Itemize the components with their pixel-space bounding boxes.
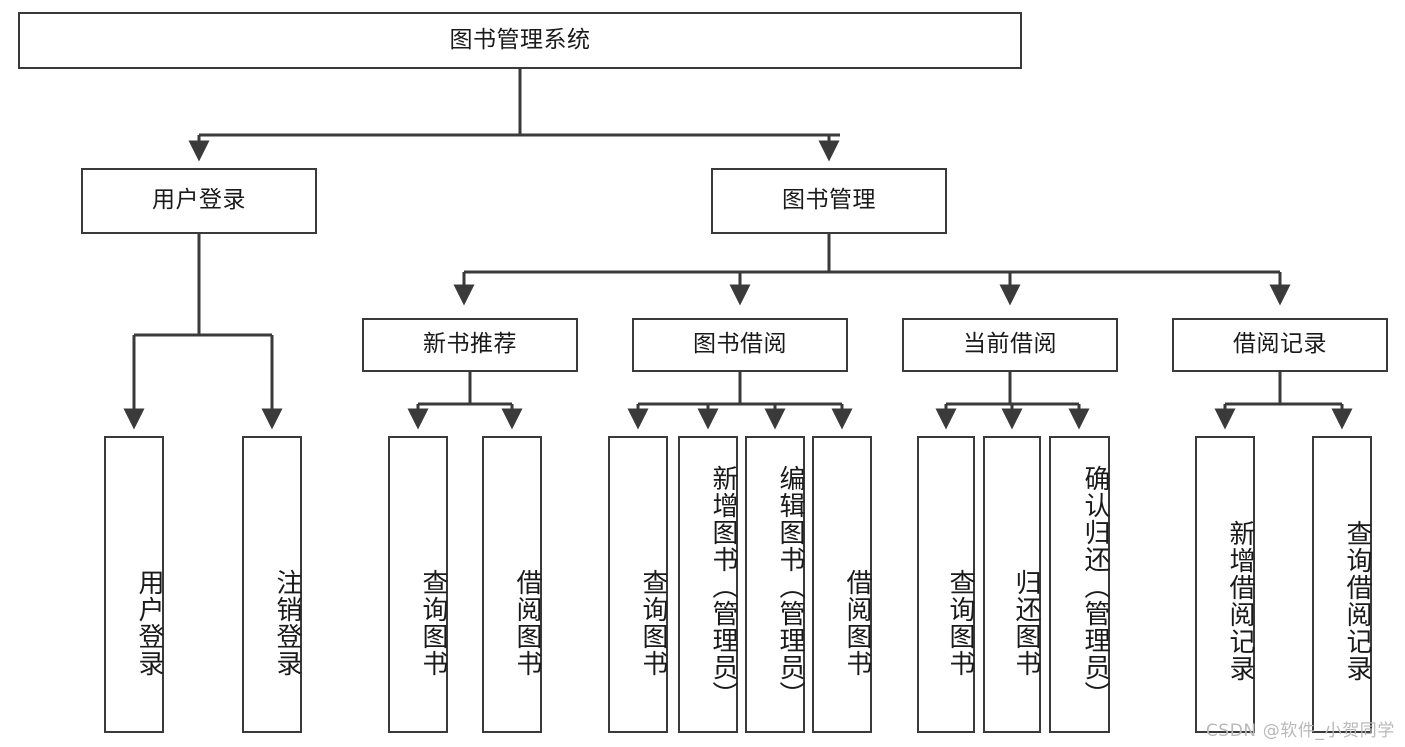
node-label: 查询借阅记录 [1342,519,1372,682]
node-label: 用户登录 [134,568,164,677]
node-leaf-query-record[interactable]: 查询借阅记录 [1312,436,1372,733]
node-label: 确认归还（管理员） [1080,464,1110,708]
node-leaf-borrow-book-1[interactable]: 借阅图书 [482,436,542,733]
node-new-book-recommend[interactable]: 新书推荐 [362,318,578,372]
node-leaf-query-book-3[interactable]: 查询图书 [917,436,975,733]
node-label: 新书推荐 [423,331,517,358]
node-label: 注销登录 [272,568,302,677]
node-leaf-edit-book[interactable]: 编辑图书（管理员） [745,436,805,733]
node-label: 借阅记录 [1233,331,1327,358]
node-book-management[interactable]: 图书管理 [711,168,947,234]
node-label: 图书管理 [782,187,876,214]
node-leaf-add-record[interactable]: 新增借阅记录 [1195,436,1255,733]
node-label: 当前借阅 [963,331,1057,358]
node-label: 图书管理系统 [449,26,591,53]
node-label: 查询图书 [945,568,975,677]
node-root[interactable]: 图书管理系统 [18,12,1022,69]
node-leaf-query-book-1[interactable]: 查询图书 [388,436,448,733]
node-label: 用户登录 [152,187,246,214]
node-leaf-return-book[interactable]: 归还图书 [983,436,1041,733]
node-borrow-record[interactable]: 借阅记录 [1172,318,1388,372]
node-leaf-borrow-book-2[interactable]: 借阅图书 [812,436,872,733]
node-label: 借阅图书 [842,568,872,677]
node-leaf-confirm-return[interactable]: 确认归还（管理员） [1049,436,1110,733]
node-user-login[interactable]: 用户登录 [81,168,317,234]
node-label: 图书借阅 [693,331,787,358]
node-leaf-logout-login[interactable]: 注销登录 [242,436,302,733]
node-label: 编辑图书（管理员） [775,464,805,708]
node-label: 查询图书 [638,568,668,677]
node-leaf-query-book-2[interactable]: 查询图书 [608,436,668,733]
node-book-borrow[interactable]: 图书借阅 [632,318,848,372]
node-leaf-user-login[interactable]: 用户登录 [104,436,164,733]
node-label: 归还图书 [1011,568,1041,677]
csdn-watermark: CSDN @软件_小贺同学 [1205,721,1395,741]
node-label: 查询图书 [418,568,448,677]
node-label: 新增借阅记录 [1225,519,1255,682]
node-label: 新增图书（管理员） [708,464,738,708]
node-leaf-add-book[interactable]: 新增图书（管理员） [678,436,738,733]
node-label: 借阅图书 [512,568,542,677]
node-current-borrow[interactable]: 当前借阅 [902,318,1118,372]
